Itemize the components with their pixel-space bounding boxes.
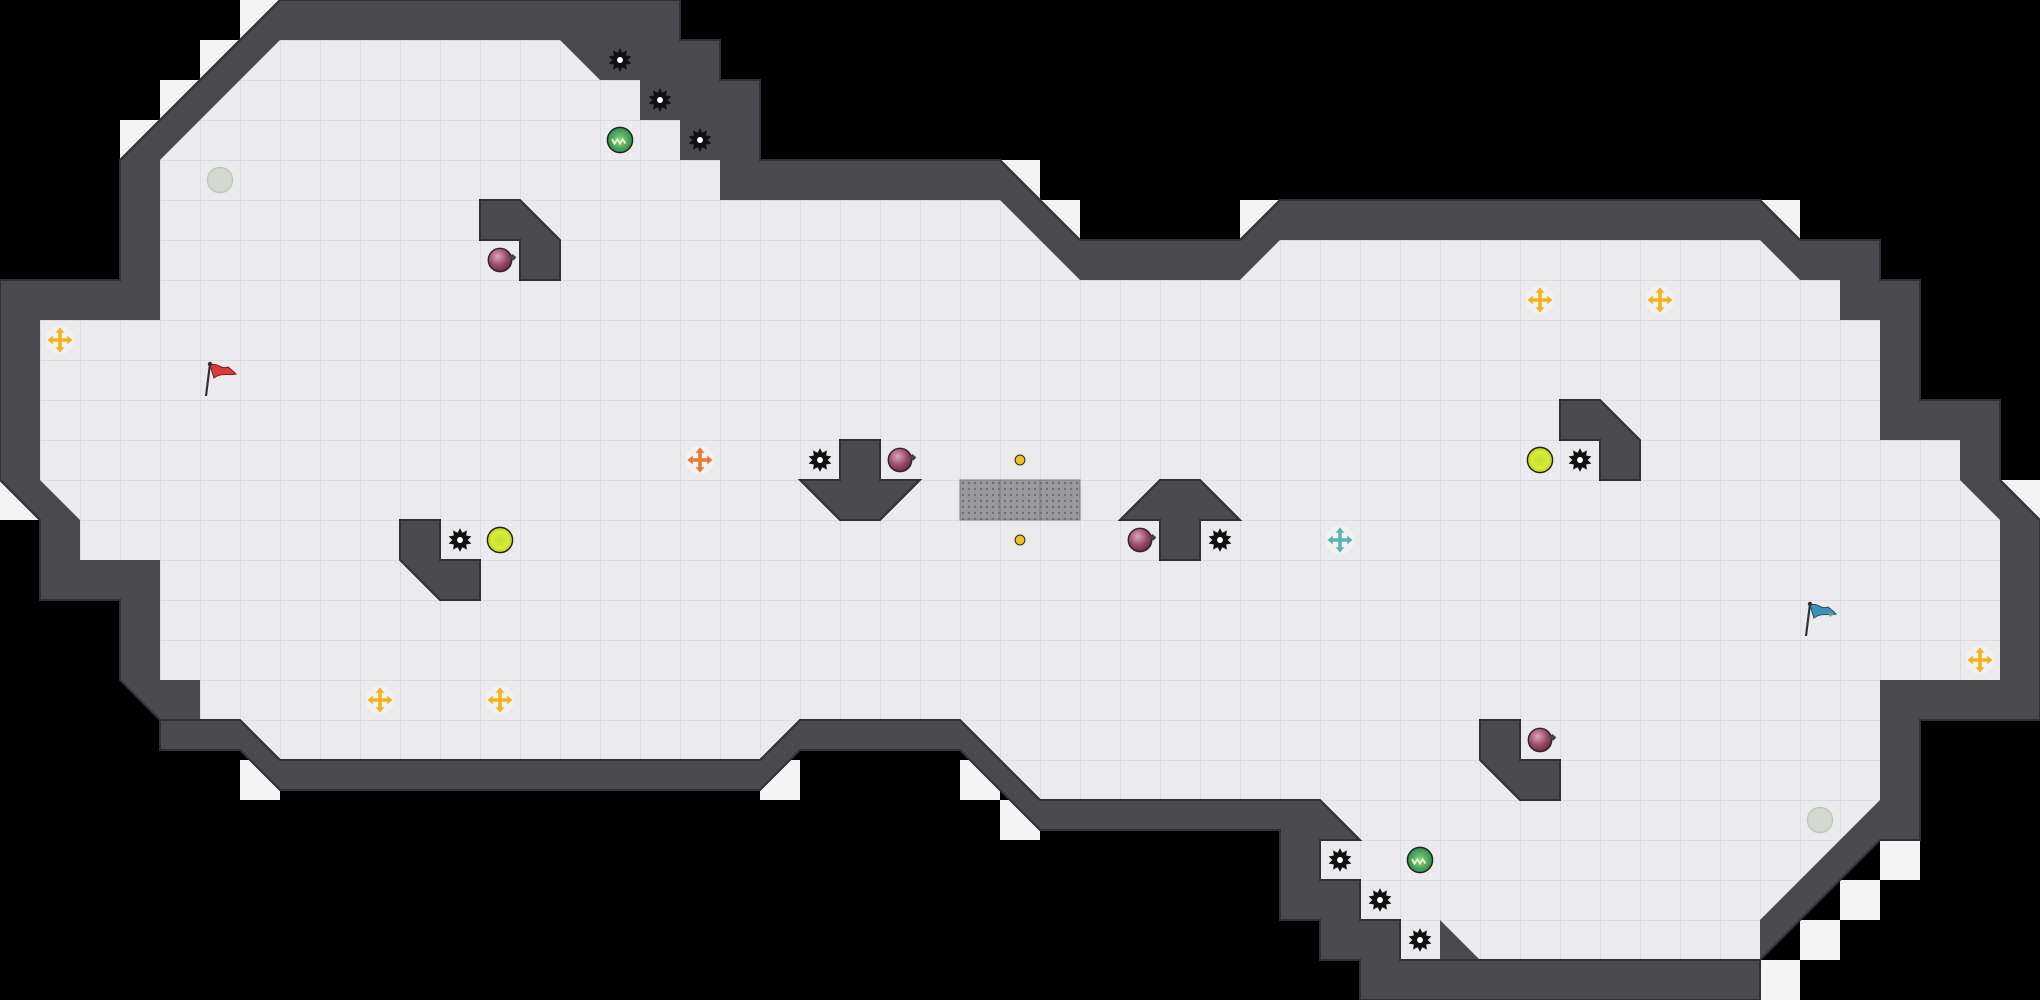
- powerup-icon: [685, 445, 715, 475]
- portal-icon: [1406, 846, 1434, 874]
- inactive-tile-icon: [1806, 806, 1834, 834]
- powerup-icon: [485, 685, 515, 715]
- portal-icon: [606, 126, 634, 154]
- button-icon: [1014, 454, 1026, 466]
- powerup-icon: [1645, 285, 1675, 315]
- button-icon: [1014, 534, 1026, 546]
- wall-block: [399, 519, 481, 601]
- inactive-tile-icon: [206, 166, 234, 194]
- bottom-wall: [159, 719, 1761, 1000]
- powerup-icon: [1525, 285, 1555, 315]
- gate-icon: [959, 479, 1001, 521]
- wall-block: [1117, 479, 1243, 561]
- wall-block: [1479, 719, 1561, 801]
- powerup-icon: [1325, 525, 1355, 555]
- gate-icon: [1039, 479, 1081, 521]
- boost-icon: [1526, 446, 1554, 474]
- wall-block: [479, 199, 561, 281]
- powerup-icon: [1965, 645, 1995, 675]
- powerup-icon: [365, 685, 395, 715]
- wall-block: [1559, 399, 1641, 481]
- boost-icon: [486, 526, 514, 554]
- wall-block: [797, 439, 923, 521]
- powerup-icon: [45, 325, 75, 355]
- gate-icon: [999, 479, 1041, 521]
- gate-row: [959, 479, 1081, 521]
- interior-walls: [399, 199, 1641, 801]
